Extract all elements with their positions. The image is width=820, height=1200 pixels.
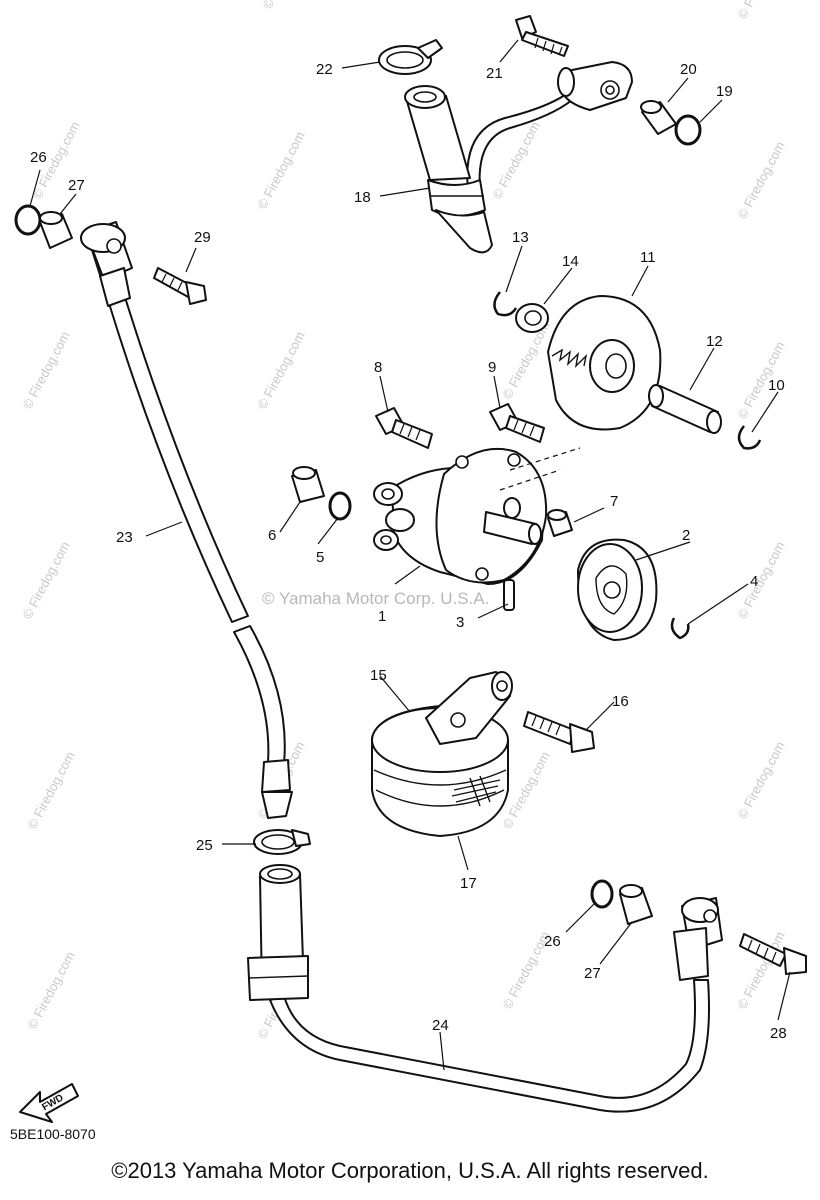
callout-28: 28 bbox=[770, 1025, 787, 1042]
callout-12: 12 bbox=[706, 333, 723, 350]
callout-6: 6 bbox=[268, 527, 276, 544]
oil-pump-1 bbox=[373, 447, 548, 585]
callout-11: 11 bbox=[640, 249, 656, 266]
callout-5: 5 bbox=[316, 549, 324, 566]
hose-18-assembly bbox=[404, 61, 633, 254]
callout-1: 1 bbox=[378, 608, 386, 625]
callout-23: 23 bbox=[116, 529, 133, 546]
o-ring-26 bbox=[14, 204, 42, 236]
callout-21: 21 bbox=[486, 65, 503, 82]
pin-3 bbox=[503, 579, 515, 611]
bolt-9 bbox=[489, 403, 545, 443]
bolt-8 bbox=[375, 407, 433, 449]
watermark: © Firedog.com bbox=[734, 139, 787, 221]
callout-18: 18 bbox=[354, 189, 371, 206]
o-ring-26 bbox=[590, 879, 614, 909]
callout-15: 15 bbox=[370, 667, 387, 684]
callout-3: 3 bbox=[456, 614, 464, 631]
callout-27-bottom: 27 bbox=[584, 965, 601, 982]
callout-8: 8 bbox=[374, 359, 382, 376]
watermark: © Firedog.com bbox=[259, 0, 312, 11]
callout-4: 4 bbox=[750, 573, 758, 590]
watermark: © Firedog.com bbox=[254, 129, 307, 211]
bolt-21 bbox=[515, 15, 569, 57]
callout-24: 24 bbox=[432, 1017, 449, 1034]
figure-code: 5BE100-8070 bbox=[10, 1126, 96, 1142]
bolt-29 bbox=[153, 267, 207, 305]
bolt-16 bbox=[523, 711, 595, 753]
watermark: © Firedog.com bbox=[19, 539, 72, 621]
bolt-28 bbox=[739, 933, 807, 975]
watermark: © Firedog.com bbox=[734, 739, 787, 821]
washer-14 bbox=[515, 303, 549, 333]
watermark: © Firedog.com bbox=[24, 749, 77, 831]
clamp-22 bbox=[378, 39, 443, 75]
callout-26-bottom: 26 bbox=[544, 933, 561, 950]
hose-24 bbox=[247, 864, 723, 1113]
oil-tank-15 bbox=[371, 671, 513, 837]
callout-14: 14 bbox=[562, 253, 579, 270]
callout-25: 25 bbox=[196, 837, 213, 854]
hose-23 bbox=[80, 221, 293, 819]
clip-10 bbox=[737, 425, 762, 450]
callouts: 1 2 3 4 5 6 7 8 9 10 11 12 13 14 15 16 1… bbox=[30, 61, 787, 1042]
fwd-arrow-icon: FWD bbox=[19, 1083, 79, 1123]
o-ring-5 bbox=[328, 491, 352, 521]
watermark: © Firedog.com bbox=[254, 329, 307, 411]
callout-27: 27 bbox=[68, 177, 85, 194]
callout-20: 20 bbox=[680, 61, 697, 78]
callout-26: 26 bbox=[30, 149, 47, 166]
callout-7: 7 bbox=[610, 493, 618, 510]
callout-2: 2 bbox=[682, 527, 690, 544]
gear-11 bbox=[547, 295, 662, 431]
callout-29: 29 bbox=[194, 229, 211, 246]
callout-9: 9 bbox=[488, 359, 496, 376]
clip-4 bbox=[670, 617, 690, 640]
watermark: © Firedog.com bbox=[734, 539, 787, 621]
collar-7 bbox=[547, 509, 573, 537]
clamp-25 bbox=[253, 829, 311, 855]
collar-27 bbox=[39, 211, 73, 249]
callout-19: 19 bbox=[716, 83, 733, 100]
watermark: © Firedog.com bbox=[734, 0, 787, 21]
watermark-center: © Yamaha Motor Corp. U.S.A. bbox=[262, 589, 489, 608]
collar-20 bbox=[640, 100, 677, 135]
clip-13 bbox=[493, 291, 518, 317]
callout-10: 10 bbox=[768, 377, 785, 394]
callout-22: 22 bbox=[316, 61, 333, 78]
o-ring-19 bbox=[674, 114, 702, 146]
rotor-2 bbox=[577, 538, 658, 641]
copyright-notice: ©2013 Yamaha Motor Corporation, U.S.A. A… bbox=[111, 1158, 709, 1183]
collar-6 bbox=[291, 466, 325, 503]
shaft-12 bbox=[648, 384, 722, 434]
callout-17: 17 bbox=[460, 875, 477, 892]
callout-16: 16 bbox=[612, 693, 629, 710]
watermark: © Firedog.com bbox=[24, 949, 77, 1031]
callout-13: 13 bbox=[512, 229, 529, 246]
alignment-line bbox=[499, 447, 581, 491]
leader-lines bbox=[29, 39, 791, 1071]
watermark: © Firedog.com bbox=[19, 329, 72, 411]
collar-27 bbox=[619, 884, 653, 925]
